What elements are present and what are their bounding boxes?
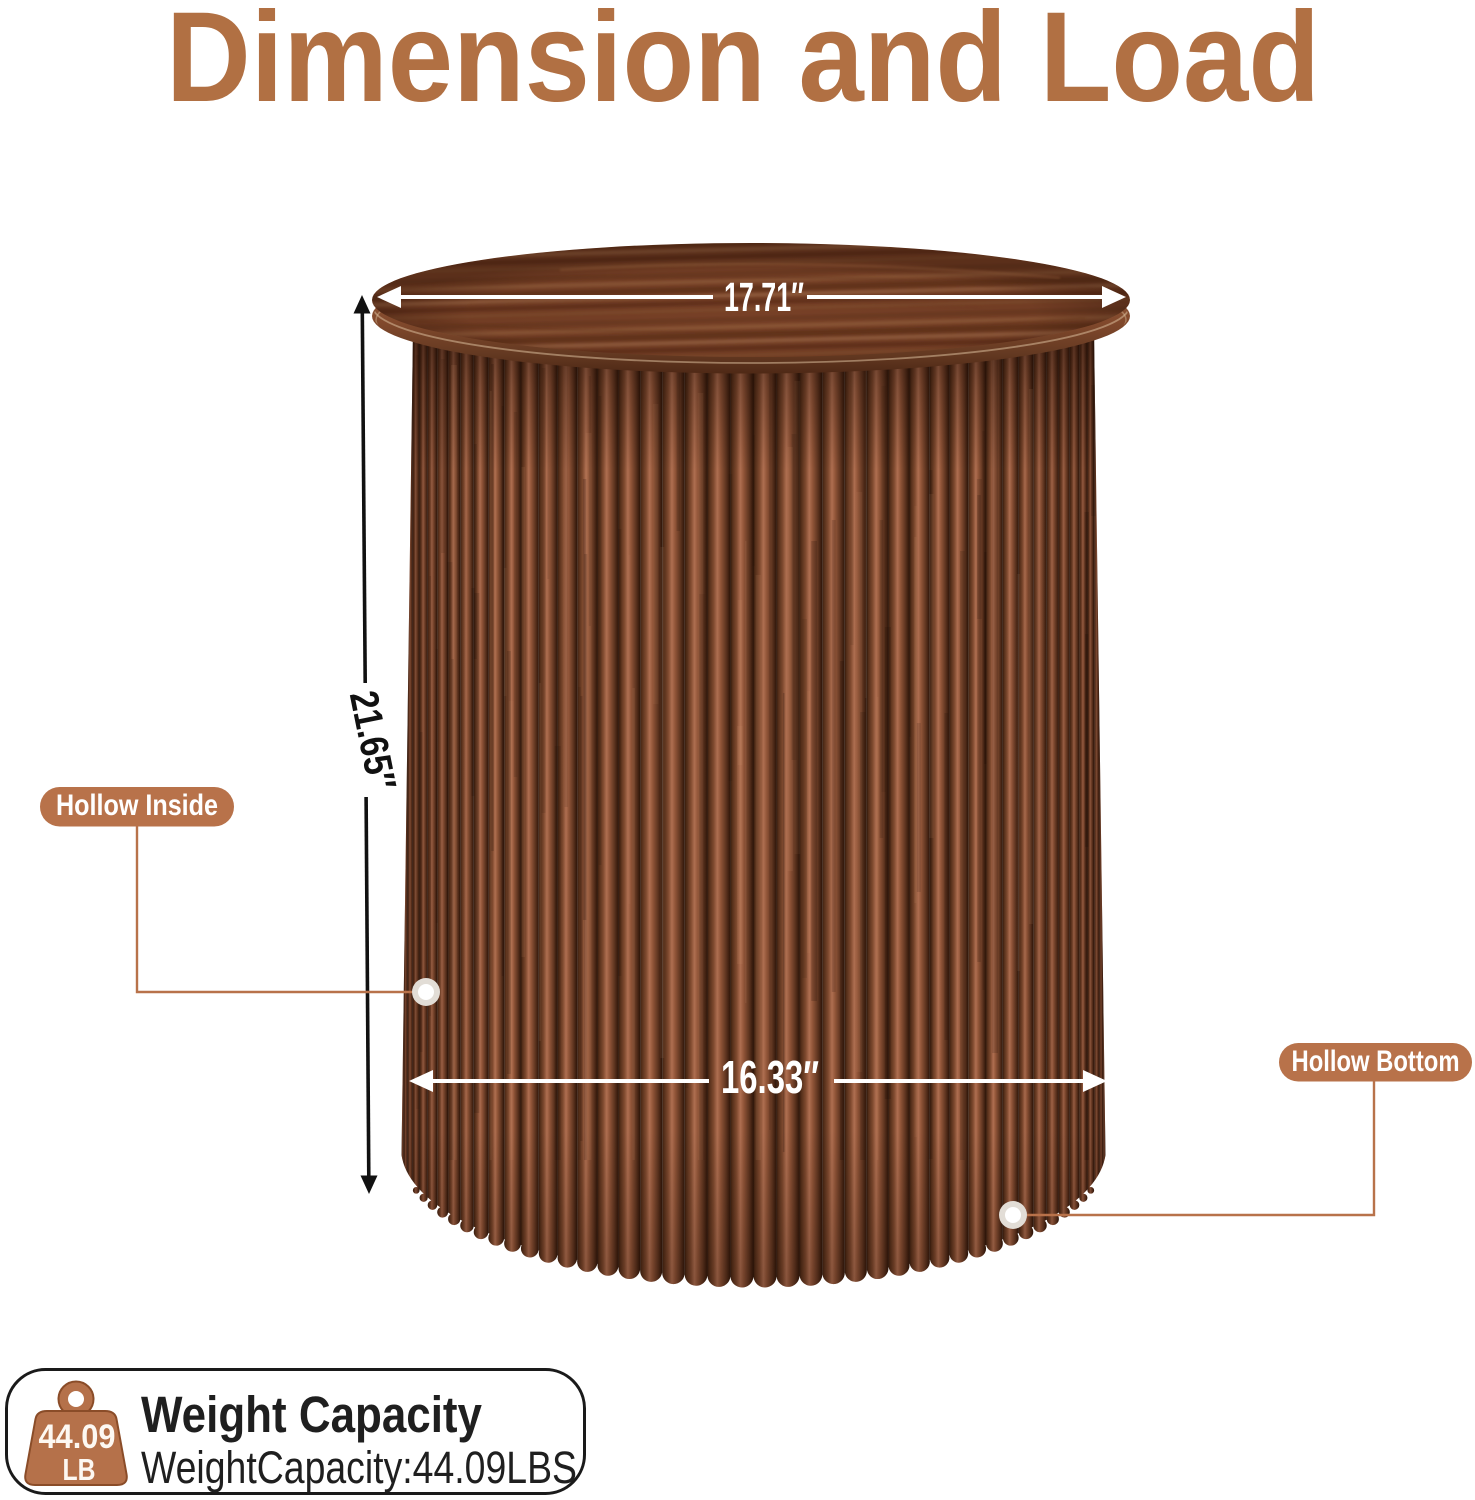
svg-text:LB: LB [63, 1452, 96, 1487]
svg-text:16.33″: 16.33″ [721, 1051, 819, 1103]
svg-text:44.09: 44.09 [39, 1418, 116, 1456]
svg-text:WeightCapacity:44.09LBS: WeightCapacity:44.09LBS [141, 1442, 577, 1493]
svg-text:Weight Capacity: Weight Capacity [141, 1386, 483, 1443]
svg-text:Hollow Inside: Hollow Inside [56, 789, 218, 822]
svg-text:Hollow Bottom: Hollow Bottom [1292, 1045, 1460, 1078]
svg-text:17.71″: 17.71″ [724, 274, 804, 320]
svg-text:Dimension and Load: Dimension and Load [166, 0, 1320, 129]
svg-text:21.65″: 21.65″ [341, 687, 404, 794]
